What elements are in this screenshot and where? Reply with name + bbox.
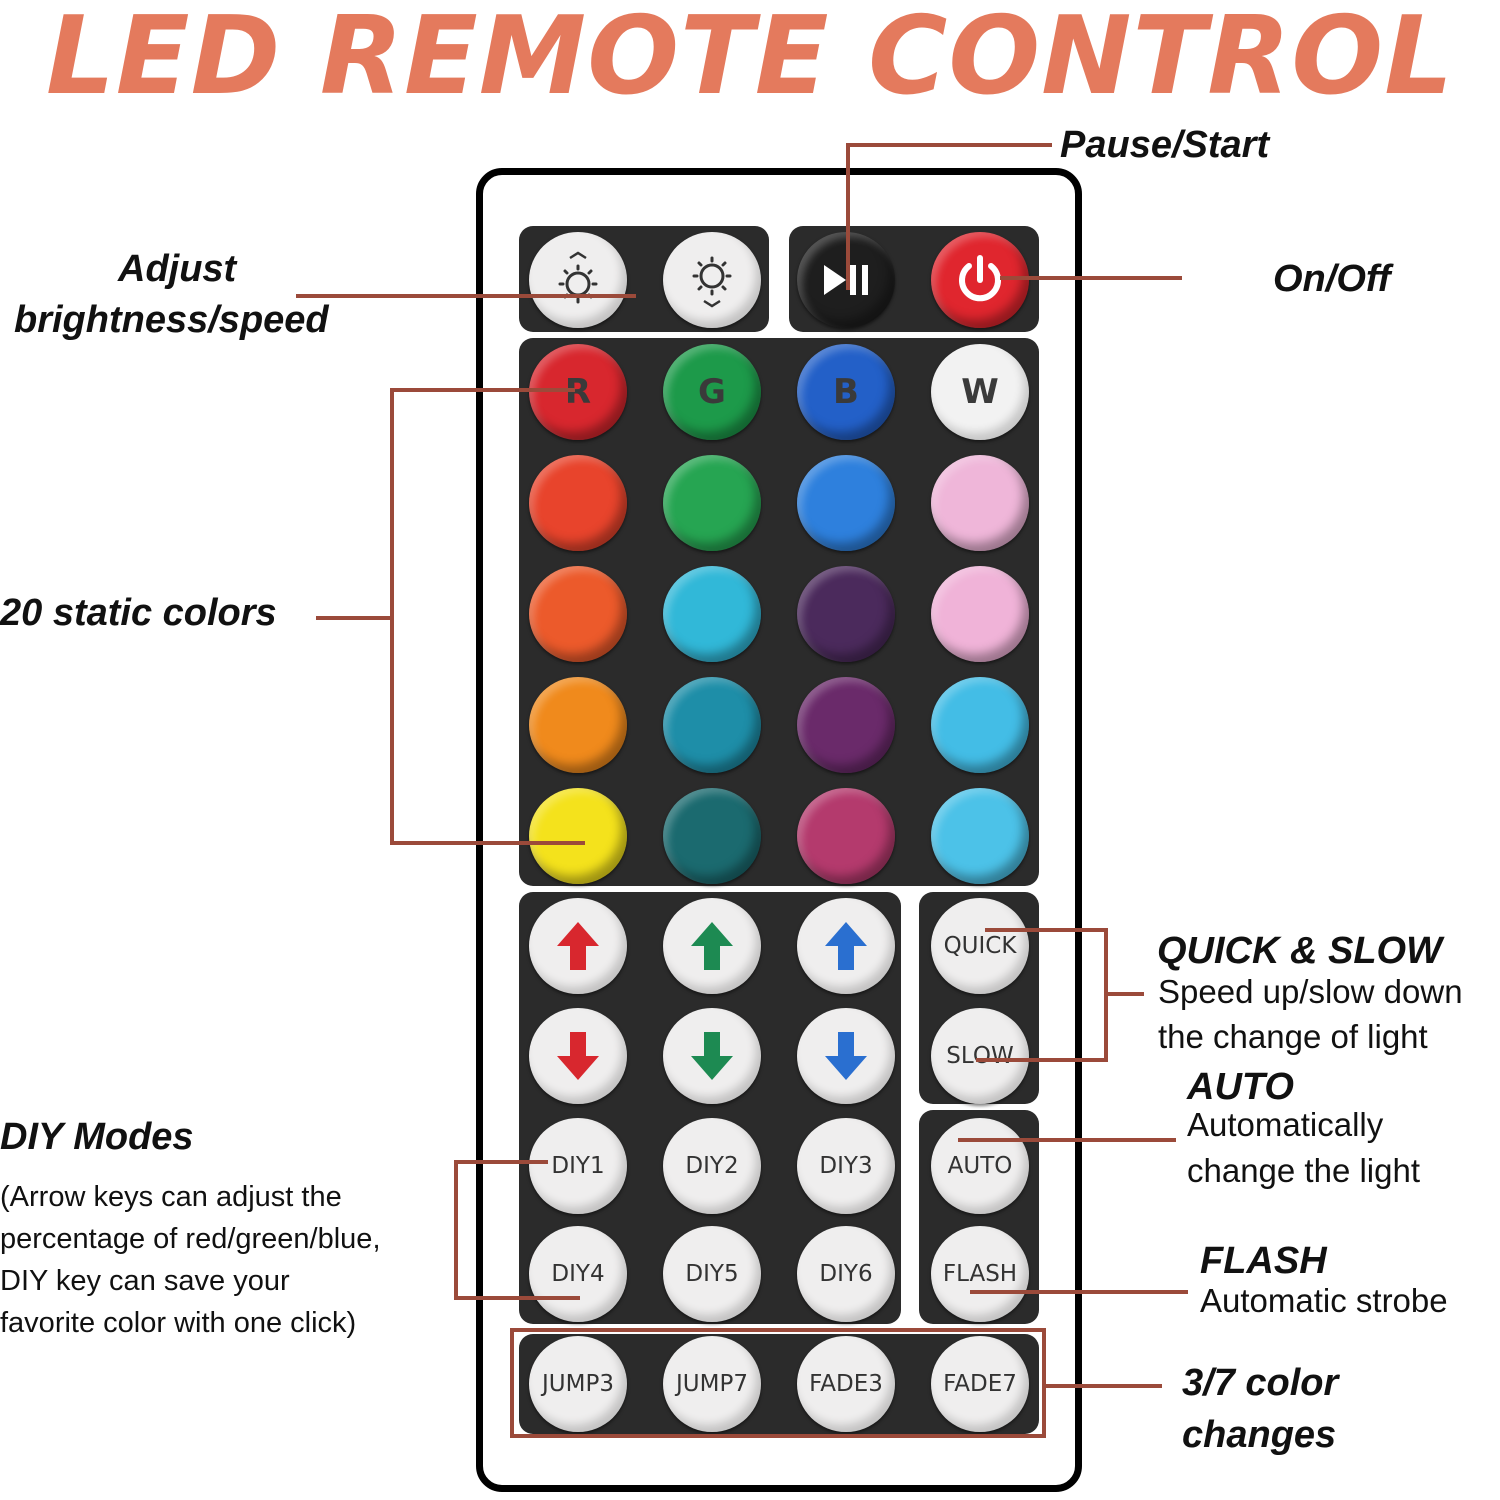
on-off-label: On/Off [1273,258,1391,300]
power-button[interactable] [931,232,1029,328]
color-button[interactable] [931,455,1029,551]
arrow-up-icon [557,922,599,970]
adjust-label-line2: brightness/speed [14,299,329,341]
pause-start-label: Pause/Start [1060,124,1270,166]
color-button-green[interactable]: G [663,344,761,440]
blue-up-button[interactable] [797,898,895,994]
color-changes-line1: 3/7 color [1182,1362,1339,1404]
jump7-button[interactable]: JUMP7 [663,1336,761,1432]
color-button-blue[interactable]: B [797,344,895,440]
color-button[interactable] [663,677,761,773]
color-button[interactable] [931,677,1029,773]
color-button[interactable] [797,455,895,551]
page-title: LED REMOTE CONTROL [45,0,1455,119]
jump-fade-box [510,1328,1046,1438]
auto-title: AUTO [1187,1066,1294,1108]
arrow-down-icon [557,1032,599,1080]
adjust-label-line1: Adjust [118,248,237,290]
blue-down-button[interactable] [797,1008,895,1104]
power-icon [959,255,1001,302]
diy3-button[interactable]: DIY3 [797,1118,895,1214]
diy1-label: DIY1 [551,1153,605,1179]
arrow-down-icon [825,1032,867,1080]
quick-slow-bracket [976,928,1108,1062]
diy-bracket [454,1160,580,1300]
pause-start-line [846,143,1052,290]
diy1-button[interactable]: DIY1 [529,1118,627,1214]
color-button-letter: G [698,372,726,412]
auto-label: AUTO [947,1153,1013,1179]
color-button[interactable] [797,566,895,662]
color-button-white[interactable]: W [931,344,1029,440]
fade7-label: FADE7 [943,1371,1017,1397]
diy-desc-line3: DIY key can save your [0,1265,290,1297]
color-button[interactable] [663,455,761,551]
fade7-button[interactable]: FADE7 [931,1336,1029,1432]
quick-button[interactable]: QUICK [931,898,1029,994]
diy6-label: DIY6 [819,1261,873,1287]
diy2-button[interactable]: DIY2 [663,1118,761,1214]
color-button[interactable] [529,566,627,662]
flash-button[interactable]: FLASH [931,1226,1029,1322]
diy-title: DIY Modes [0,1116,194,1158]
green-down-button[interactable] [663,1008,761,1104]
slow-button[interactable]: SLOW [931,1008,1029,1104]
diy3-label: DIY3 [819,1153,873,1179]
color-button-letter: W [961,372,999,412]
static-colors-bracket [390,388,585,845]
sun-down-icon [692,256,732,308]
flash-title: FLASH [1200,1240,1327,1282]
color-button[interactable] [663,788,761,884]
diy-desc-line2: percentage of red/green/blue, [0,1223,381,1255]
green-up-button[interactable] [663,898,761,994]
arrow-up-icon [691,922,733,970]
auto-desc-line2: change the light [1187,1152,1421,1189]
arrow-down-icon [691,1032,733,1080]
color-button[interactable] [529,788,627,884]
diy4-button[interactable]: DIY4 [529,1226,627,1322]
quick-slow-desc-line2: the change of light [1158,1018,1428,1055]
diy-desc-line4: favorite color with one click) [0,1307,357,1339]
jump3-label: JUMP3 [542,1371,614,1397]
color-button[interactable] [797,788,895,884]
brightness-down-button[interactable] [663,232,761,328]
quick-slow-title: QUICK & SLOW [1157,930,1442,972]
play-pause-icon [824,265,868,295]
flash-desc-line1: Automatic strobe [1200,1282,1448,1319]
fade3-button[interactable]: FADE3 [797,1336,895,1432]
red-down-button[interactable] [529,1008,627,1104]
slow-label: SLOW [946,1043,1014,1069]
color-button[interactable] [529,677,627,773]
red-up-button[interactable] [529,898,627,994]
color-button[interactable] [931,566,1029,662]
diy5-button[interactable]: DIY5 [663,1226,761,1322]
static-colors-label: 20 static colors [0,592,277,634]
flash-label: FLASH [942,1261,1018,1287]
diy2-label: DIY2 [685,1153,739,1179]
jump7-label: JUMP7 [676,1371,748,1397]
quick-slow-desc-line1: Speed up/slow down [1158,973,1463,1010]
arrow-up-icon [825,922,867,970]
color-changes-line2: changes [1182,1414,1337,1456]
diy5-label: DIY5 [685,1261,739,1287]
auto-button[interactable]: AUTO [931,1118,1029,1214]
fade3-label: FADE3 [809,1371,883,1397]
auto-desc-line1: Automatically [1187,1106,1384,1143]
color-button[interactable] [931,788,1029,884]
color-button[interactable] [797,677,895,773]
color-button[interactable] [663,566,761,662]
color-button[interactable] [529,455,627,551]
diy-desc-line1: (Arrow keys can adjust the [0,1181,342,1213]
diy6-button[interactable]: DIY6 [797,1226,895,1322]
color-button-letter: B [833,372,859,412]
brightness-up-button[interactable] [529,232,627,328]
diy4-label: DIY4 [551,1261,605,1287]
quick-label: QUICK [943,933,1017,959]
jump3-button[interactable]: JUMP3 [529,1336,627,1432]
